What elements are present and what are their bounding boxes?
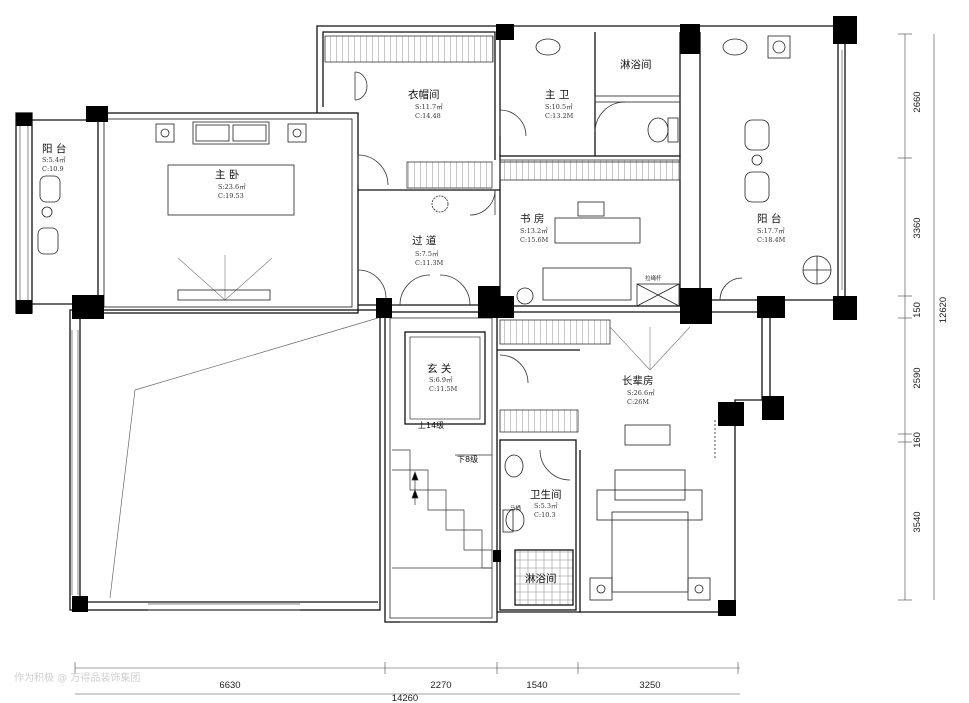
dim-bottom-4: 3250 — [639, 680, 660, 691]
cloakroom-perimeter: C:14.48 — [415, 112, 441, 120]
room-foyer: 玄 关 S:6.9㎡ C:11.5M — [427, 362, 458, 393]
room-labels: 主 卧 S:23.6㎡ C:19.53 衣帽间 S:11.7㎡ C:14.48 … — [42, 58, 786, 585]
master-bedroom-name: 主 卧 — [215, 168, 240, 181]
cloakroom-name: 衣帽间 — [408, 88, 440, 101]
room-balcony-left: 阳 台 S:5.4㎡ C:10.9 — [42, 142, 66, 173]
bathroom-name: 卫生间 — [530, 488, 562, 501]
corridor-name: 过 道 — [412, 234, 437, 247]
dimension-lines — [74, 33, 935, 695]
stairs-down-label: 下8级 — [457, 454, 478, 464]
balcony-left-name: 阳 台 — [42, 142, 66, 155]
master-bedroom-area: S:23.6㎡ — [218, 182, 246, 191]
dim-bottom-1: 6630 — [219, 680, 240, 691]
study-area: S:13.2㎡ — [520, 226, 548, 235]
windows — [19, 50, 843, 623]
balcony-left-area: S:5.4㎡ — [42, 155, 66, 164]
watermark: 作为积极 @ 万得品装饰集团 — [14, 671, 140, 684]
elder-room-area: S:26.6㎡ — [627, 388, 655, 397]
dim-right-7: 3540 — [912, 511, 923, 532]
bathroom-perimeter: C:10.3 — [534, 511, 556, 519]
foyer-area: S:6.9㎡ — [429, 375, 453, 384]
master-bedroom-perimeter: C:19.53 — [218, 192, 244, 200]
foyer-name: 玄 关 — [427, 362, 452, 375]
toilet-note: 马桶 — [510, 504, 522, 512]
dim-right-5: 2590 — [912, 367, 923, 388]
master-bath-area: S:10.5㎡ — [545, 102, 573, 111]
closets — [324, 35, 681, 433]
shower-top-name: 淋浴间 — [620, 58, 652, 71]
dim-right-2: 3360 — [912, 217, 923, 238]
dim-total: 14260 — [392, 693, 418, 703]
columns — [16, 16, 857, 616]
dim-right-3: 150 — [912, 302, 923, 318]
study-perimeter: C:15.6M — [520, 236, 549, 244]
elder-room-perimeter: C:26M — [627, 398, 649, 406]
cloakroom-area: S:11.7㎡ — [415, 102, 443, 111]
room-cloakroom: 衣帽间 S:11.7㎡ C:14.48 — [408, 88, 443, 120]
master-bath-perimeter: C:13.2M — [545, 112, 574, 120]
room-master-bedroom: 主 卧 S:23.6㎡ C:19.53 — [215, 168, 246, 200]
room-elder: 长辈房 S:26.6㎡ C:26M — [622, 374, 655, 406]
ceiling-lines — [177, 255, 691, 371]
room-balcony-right: 阳 台 S:17.7㎡ C:18.4M — [757, 212, 786, 244]
balcony-right-area: S:17.7㎡ — [757, 226, 785, 235]
stairs-up-label: 上14级 — [418, 420, 444, 430]
furniture — [37, 35, 832, 601]
room-study: 书 房 S:13.2㎡ C:15.6M — [520, 212, 549, 244]
small-note: 拉绳杆 — [645, 274, 662, 282]
foyer-perimeter: C:11.5M — [429, 385, 458, 393]
room-bathroom: 卫生间 S:5.3㎡ C:10.3 — [530, 488, 562, 519]
dim-bottom-2: 2270 — [430, 680, 451, 691]
dim-right-1: 2660 — [912, 91, 923, 112]
shower-bottom-name: 淋浴间 — [525, 572, 557, 585]
room-master-bath: 主 卫 S:10.5㎡ C:13.2M — [545, 89, 574, 120]
balcony-right-perimeter: C:18.4M — [757, 236, 786, 244]
staircase — [392, 449, 492, 569]
balcony-left-perimeter: C:10.9 — [42, 165, 64, 173]
balcony-right-name: 阳 台 — [757, 212, 781, 225]
study-name: 书 房 — [520, 212, 544, 225]
room-corridor: 过 道 S:7.5㎡ C:11.3M — [412, 234, 444, 267]
elder-room-name: 长辈房 — [622, 374, 654, 387]
dimension-labels: 2660 3360 150 12620 2590 160 3540 6630 2… — [219, 91, 949, 703]
corridor-perimeter: C:11.3M — [415, 259, 444, 267]
bathroom-area: S:5.3㎡ — [534, 501, 558, 510]
terrace-lines — [109, 317, 379, 599]
dim-bottom-3: 1540 — [526, 680, 547, 691]
master-bath-name: 主 卫 — [545, 89, 569, 101]
doors — [354, 71, 743, 481]
corridor-area: S:7.5㎡ — [415, 249, 439, 258]
dim-right-6: 160 — [912, 432, 923, 448]
dim-right-4: 12620 — [938, 297, 949, 323]
